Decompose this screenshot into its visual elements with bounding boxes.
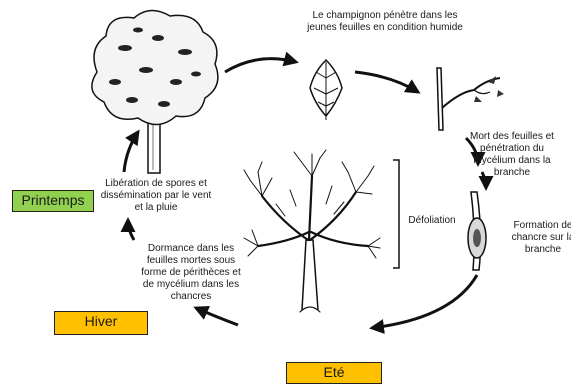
arrow-leaf-to-branch (355, 72, 418, 92)
bare-tree-icon (244, 150, 380, 312)
leaf-icon (310, 60, 342, 120)
branch-icon (437, 68, 504, 130)
season-spring-label: Printemps (12, 190, 94, 212)
arrow-dormancy-to-release (128, 220, 134, 240)
arrow-summer-to-winter (196, 308, 238, 325)
season-summer-label: Eté (286, 362, 382, 384)
arrow-tree-to-leaf (225, 59, 296, 72)
canker-branch-icon (468, 192, 486, 270)
caption-defoliation: Défoliation (400, 215, 464, 227)
arrow-release-to-tree (124, 132, 138, 172)
caption-spore-release: Libération de spores et dissémination pa… (94, 178, 218, 214)
caption-dormancy: Dormance dans les feuilles mortes sous f… (130, 243, 252, 303)
caption-canker: Formation de chancre sur la branche (500, 220, 571, 256)
caption-death-penetration: Mort des feuilles et pénétration du mycé… (448, 131, 571, 179)
season-winter-label: Hiver (54, 311, 148, 335)
defoliation-bracket (393, 160, 399, 268)
arrow-canker-to-summer (372, 275, 477, 328)
caption-penetration: Le champignon pénètre dans les jeunes fe… (288, 10, 482, 34)
leafy-tree-icon (92, 10, 218, 173)
